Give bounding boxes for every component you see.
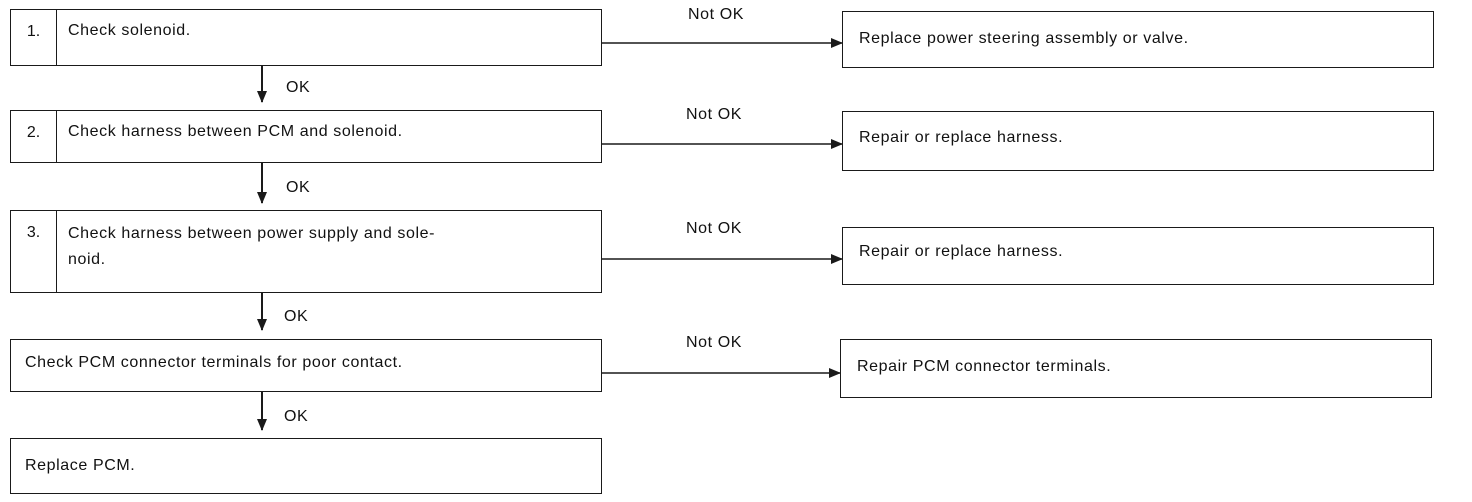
step-2-box: 2. Check harness between PCM and solenoi… — [10, 110, 602, 163]
remedy-1-text: Replace power steering assembly or valve… — [859, 30, 1189, 47]
step-2-text: Check harness between PCM and solenoid. — [68, 123, 403, 140]
step-1-number: 1. — [11, 10, 57, 65]
remedy-box-2: Repair or replace harness. — [842, 111, 1434, 171]
ok-label-1: OK — [286, 79, 311, 96]
step-1-box: 1. Check solenoid. — [10, 9, 602, 66]
step-5-text: Replace PCM. — [25, 457, 136, 474]
not-ok-label-2: Not OK — [686, 106, 743, 123]
step-4-text: Check PCM connector terminals for poor c… — [25, 354, 403, 371]
not-ok-label-1: Not OK — [688, 6, 745, 23]
remedy-box-4: Repair PCM connector terminals. — [840, 339, 1432, 398]
step-1-text: Check solenoid. — [68, 22, 191, 39]
remedy-3-text: Repair or replace harness. — [859, 243, 1064, 260]
step-3-box: 3. Check harness between power supply an… — [10, 210, 602, 293]
step-3-number: 3. — [11, 211, 57, 292]
ok-label-3: OK — [284, 308, 309, 325]
not-ok-label-4: Not OK — [686, 334, 743, 351]
ok-label-4: OK — [284, 408, 309, 425]
step-2-number: 2. — [11, 111, 57, 162]
remedy-box-1: Replace power steering assembly or valve… — [842, 11, 1434, 68]
remedy-4-text: Repair PCM connector terminals. — [857, 358, 1112, 375]
not-ok-label-3: Not OK — [686, 220, 743, 237]
step-3-text-line1: Check harness between power supply and s… — [68, 225, 436, 242]
remedy-2-text: Repair or replace harness. — [859, 129, 1064, 146]
step-5-box: Replace PCM. — [10, 438, 602, 494]
step-4-box: Check PCM connector terminals for poor c… — [10, 339, 602, 392]
step-3-text-line2: noid. — [68, 251, 106, 268]
remedy-box-3: Repair or replace harness. — [842, 227, 1434, 285]
ok-label-2: OK — [286, 179, 311, 196]
